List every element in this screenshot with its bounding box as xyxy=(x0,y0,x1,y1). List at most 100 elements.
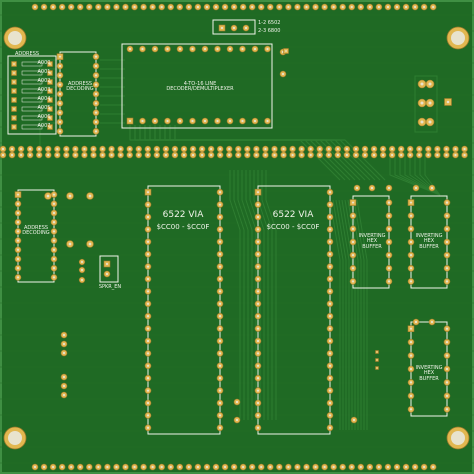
drill-hole xyxy=(387,201,391,204)
drill-hole xyxy=(237,153,240,157)
drill-hole xyxy=(88,194,92,198)
drill-hole xyxy=(328,228,332,231)
drill-hole xyxy=(387,254,391,257)
drill-hole xyxy=(16,248,20,251)
drill-hole xyxy=(196,5,200,9)
drill-hole xyxy=(363,147,367,151)
drill-hole xyxy=(52,267,56,270)
drill-hole xyxy=(291,153,294,157)
drill-hole xyxy=(115,5,118,9)
drill-hole xyxy=(281,72,285,76)
dip-switch-label: A004 xyxy=(37,96,51,102)
drill-hole xyxy=(218,327,222,330)
drill-hole xyxy=(65,147,68,151)
copper-trace xyxy=(399,150,441,196)
drill-hole xyxy=(13,117,15,119)
drill-hole xyxy=(94,83,98,86)
drill-hole xyxy=(430,320,434,324)
copper-trace xyxy=(229,170,241,420)
drill-hole xyxy=(436,147,439,151)
drill-hole xyxy=(328,302,332,305)
drill-hole xyxy=(13,108,15,110)
drill-hole xyxy=(256,377,260,380)
drill-hole xyxy=(173,153,177,157)
drill-hole xyxy=(29,147,32,151)
drill-hole xyxy=(314,465,317,469)
drill-hole xyxy=(13,90,15,92)
drill-hole xyxy=(128,47,132,51)
drill-hole xyxy=(92,147,95,151)
drill-hole xyxy=(386,5,390,9)
drill-hole xyxy=(256,364,260,367)
drill-hole xyxy=(273,147,276,151)
drill-hole xyxy=(359,465,362,469)
drill-hole xyxy=(106,5,109,9)
drill-hole xyxy=(62,333,66,337)
drill-hole xyxy=(223,465,227,469)
drill-hole xyxy=(409,327,413,330)
drill-hole xyxy=(445,147,448,151)
drill-hole xyxy=(146,414,150,417)
mounting-hole xyxy=(8,31,22,45)
drill-hole xyxy=(16,239,20,242)
drill-hole xyxy=(191,153,195,157)
dip-switch-lever xyxy=(21,106,43,112)
drill-hole xyxy=(218,377,222,380)
drill-hole xyxy=(278,465,281,469)
drill-hole xyxy=(414,320,418,324)
drill-hole xyxy=(182,153,186,157)
drill-hole xyxy=(142,465,145,469)
drill-hole xyxy=(232,465,236,469)
drill-hole xyxy=(52,193,56,196)
drill-hole xyxy=(49,81,51,83)
drill-hole xyxy=(454,147,457,151)
drill-hole xyxy=(351,201,355,204)
drill-hole xyxy=(256,426,260,429)
label-via2-title: 6522 VIA xyxy=(272,210,314,220)
drill-hole xyxy=(445,327,449,330)
drill-hole xyxy=(445,367,449,371)
drill-hole xyxy=(191,119,194,123)
drill-hole xyxy=(430,186,434,190)
drill-hole xyxy=(58,83,62,86)
decoder-chip-outline xyxy=(121,43,273,129)
drill-hole xyxy=(58,102,62,105)
drill-hole xyxy=(146,352,150,355)
drill-hole xyxy=(218,401,222,405)
drill-hole xyxy=(377,5,381,9)
dip-switch-lever xyxy=(21,88,43,94)
mounting-hole xyxy=(451,431,465,445)
drill-hole xyxy=(196,465,200,469)
drill-hole xyxy=(205,465,209,469)
drill-hole xyxy=(328,414,332,417)
drill-hole xyxy=(387,186,391,190)
drill-hole xyxy=(218,240,222,243)
drill-hole xyxy=(264,147,267,151)
drill-hole xyxy=(133,465,136,469)
drill-hole xyxy=(350,465,353,469)
drill-hole xyxy=(110,153,113,157)
drill-hole xyxy=(228,147,231,151)
drill-hole xyxy=(341,465,344,469)
drill-hole xyxy=(445,153,448,157)
drill-hole xyxy=(119,153,122,157)
drill-hole xyxy=(146,277,150,281)
drill-hole xyxy=(38,147,41,151)
drill-hole xyxy=(328,327,332,330)
drill-hole xyxy=(256,253,260,256)
drill-hole xyxy=(146,315,150,318)
drill-hole xyxy=(151,5,154,9)
drill-hole xyxy=(219,153,222,157)
drill-hole xyxy=(256,389,260,392)
drill-hole xyxy=(220,26,224,30)
drill-hole xyxy=(355,186,359,190)
drill-hole xyxy=(368,5,371,9)
drill-hole xyxy=(151,465,154,469)
drill-hole xyxy=(16,257,20,261)
drill-hole xyxy=(214,5,218,9)
drill-hole xyxy=(218,339,222,343)
drill-hole xyxy=(16,221,20,224)
drill-hole xyxy=(218,426,222,429)
drill-hole xyxy=(153,119,157,123)
dip-switch-lever xyxy=(21,70,43,76)
